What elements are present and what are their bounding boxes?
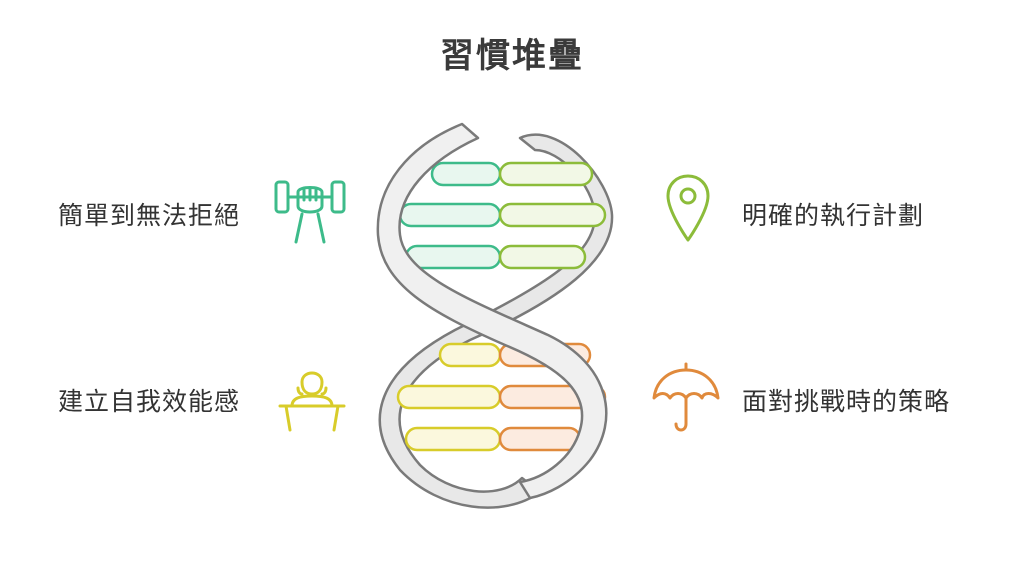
location-pin-icon [666, 174, 710, 242]
helix-front-strand [376, 122, 608, 500]
label-clear-action-plan: 明確的執行計劃 [742, 201, 925, 230]
rung-bottom-1-left [438, 342, 502, 368]
rung-top-1-right [498, 161, 594, 187]
speaker-podium-icon [278, 371, 346, 432]
rung-top-3-left [404, 244, 502, 270]
rung-bottom-3-left [404, 426, 502, 452]
dumbbell-lift-icon [274, 180, 346, 244]
rung-top-2-left [398, 202, 502, 228]
diagram-title: 習慣堆疊 [440, 36, 584, 76]
rungs-top [398, 161, 607, 270]
label-simple-to-not-refuse: 簡單到無法拒絕 [58, 201, 241, 230]
label-build-self-efficacy: 建立自我效能感 [58, 387, 241, 416]
rung-top-2-right [498, 202, 607, 228]
rung-bottom-2-left [396, 384, 502, 410]
rungs-bottom [396, 342, 607, 452]
umbrella-icon [652, 362, 720, 432]
rung-top-1-left [430, 161, 502, 187]
rung-top-3-right [498, 244, 587, 270]
label-strategy-for-challenges: 面對挑戰時的策略 [742, 387, 951, 416]
rung-bottom-3-right [498, 426, 582, 452]
